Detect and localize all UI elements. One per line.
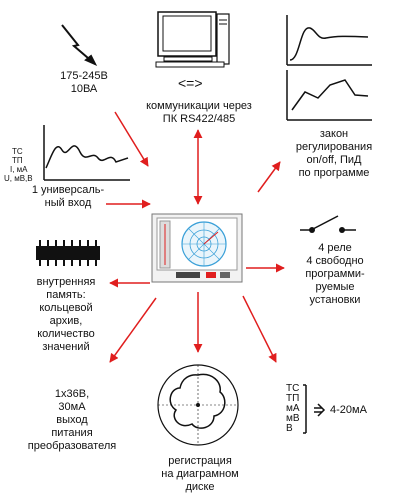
connection-arrows <box>106 111 285 363</box>
output-signal-ma: мА <box>286 403 300 414</box>
input-axis-label-tc: ТС <box>12 147 23 156</box>
input-axis-label-tp: ТП <box>12 156 23 165</box>
arrow-power <box>114 111 149 167</box>
graph-program-icon <box>286 70 372 121</box>
svg-text:<=>: <=> <box>178 75 203 91</box>
input-waveform-icon <box>43 125 130 181</box>
input-axis-label-mv: U, мВ,В <box>4 174 33 183</box>
output-signals: ТС ТП мА мВ В <box>286 384 306 434</box>
memory-chip-icon <box>36 240 100 266</box>
input-label: 1 универсаль-ный вход <box>31 184 105 209</box>
computer-icon: <=> <box>155 11 230 91</box>
relay-switch-icon <box>300 215 356 233</box>
arrow-supply <box>109 297 157 363</box>
lightning-icon <box>61 24 98 67</box>
output-value-label: 4-20мА <box>330 404 367 416</box>
output-signal-tp: ТП <box>286 393 300 404</box>
output-signal-mv: мВ <box>286 413 300 424</box>
arrow-output <box>242 295 277 363</box>
output-signal-tc: ТС <box>286 383 300 394</box>
output-signal-v: В <box>286 423 293 434</box>
recorder-device-icon <box>151 213 243 283</box>
chart-disc-icon <box>157 364 239 446</box>
graph-step-icon <box>286 15 372 66</box>
arrow-control <box>257 161 281 193</box>
input-axis-label-ma: I, мА <box>10 165 28 174</box>
output-bracket <box>303 384 326 434</box>
